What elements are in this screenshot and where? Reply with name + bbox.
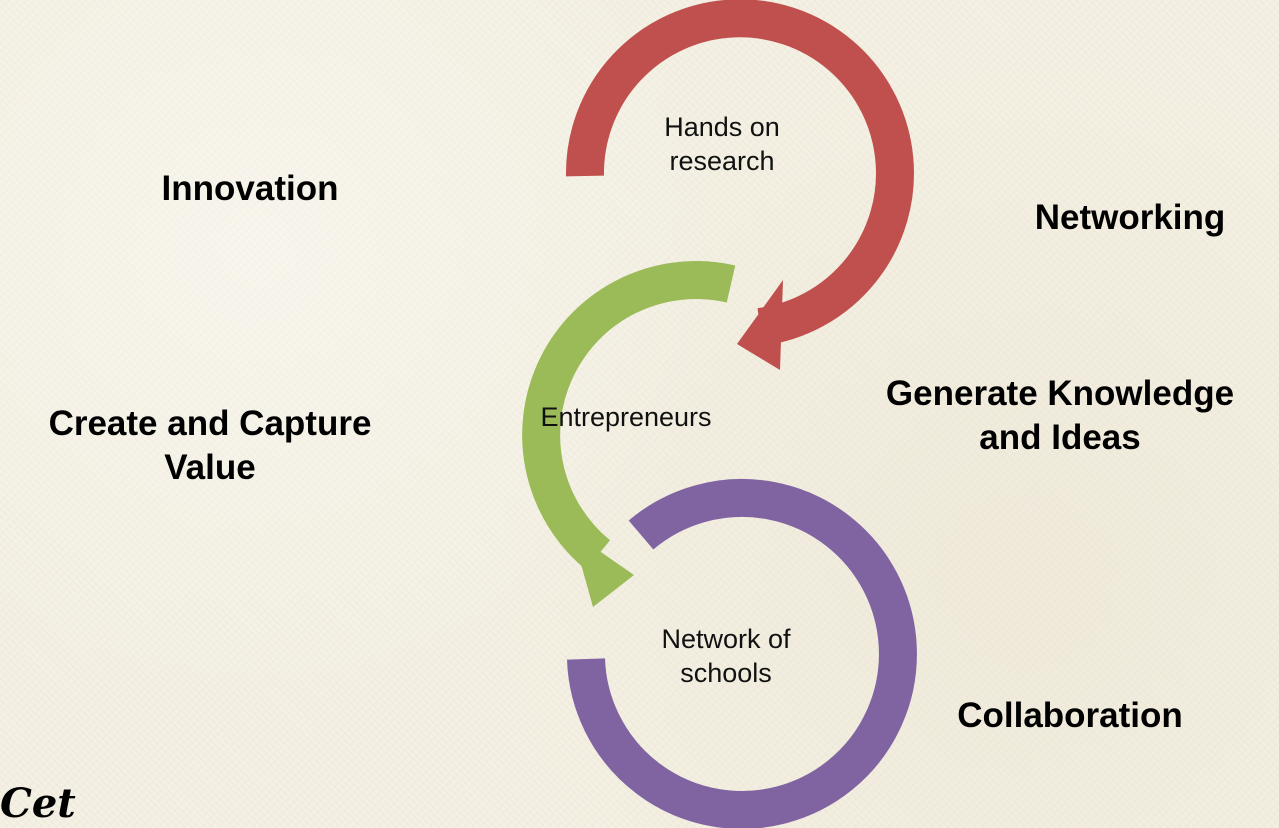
networking-label: Networking xyxy=(1034,198,1226,237)
collaboration-label: Collaboration xyxy=(957,696,1183,735)
innovation-label: Innovation xyxy=(161,169,339,208)
hands-on-research-label: Hands on research xyxy=(632,110,812,178)
logo: Cet xyxy=(0,780,76,827)
create-and-capture-value-label: Create and Capture Value xyxy=(0,402,420,490)
research-line: research xyxy=(669,146,775,176)
generate-knowledge-line-1: Generate Knowledge xyxy=(885,374,1235,413)
red-arrowhead xyxy=(737,280,783,370)
network-of-line: Network of xyxy=(661,624,791,654)
purple-circular-arrow xyxy=(567,479,917,828)
green-circular-arrow xyxy=(522,261,736,570)
create-value-line-2: Value xyxy=(164,448,256,487)
schools-line: schools xyxy=(680,658,772,688)
generate-knowledge-label: Generate Knowledge and Ideas xyxy=(850,372,1270,460)
green-arrowhead xyxy=(572,532,634,607)
generate-knowledge-line-2: and Ideas xyxy=(979,418,1141,457)
entrepreneurs-line: Entrepreneurs xyxy=(540,402,712,432)
hands-on-line: Hands on xyxy=(664,112,780,142)
create-value-line-1: Create and Capture xyxy=(48,404,372,443)
network-of-schools-label: Network of schools xyxy=(636,622,816,690)
red-circular-arrow xyxy=(565,0,914,346)
entrepreneurs-label: Entrepreneurs xyxy=(496,400,756,434)
